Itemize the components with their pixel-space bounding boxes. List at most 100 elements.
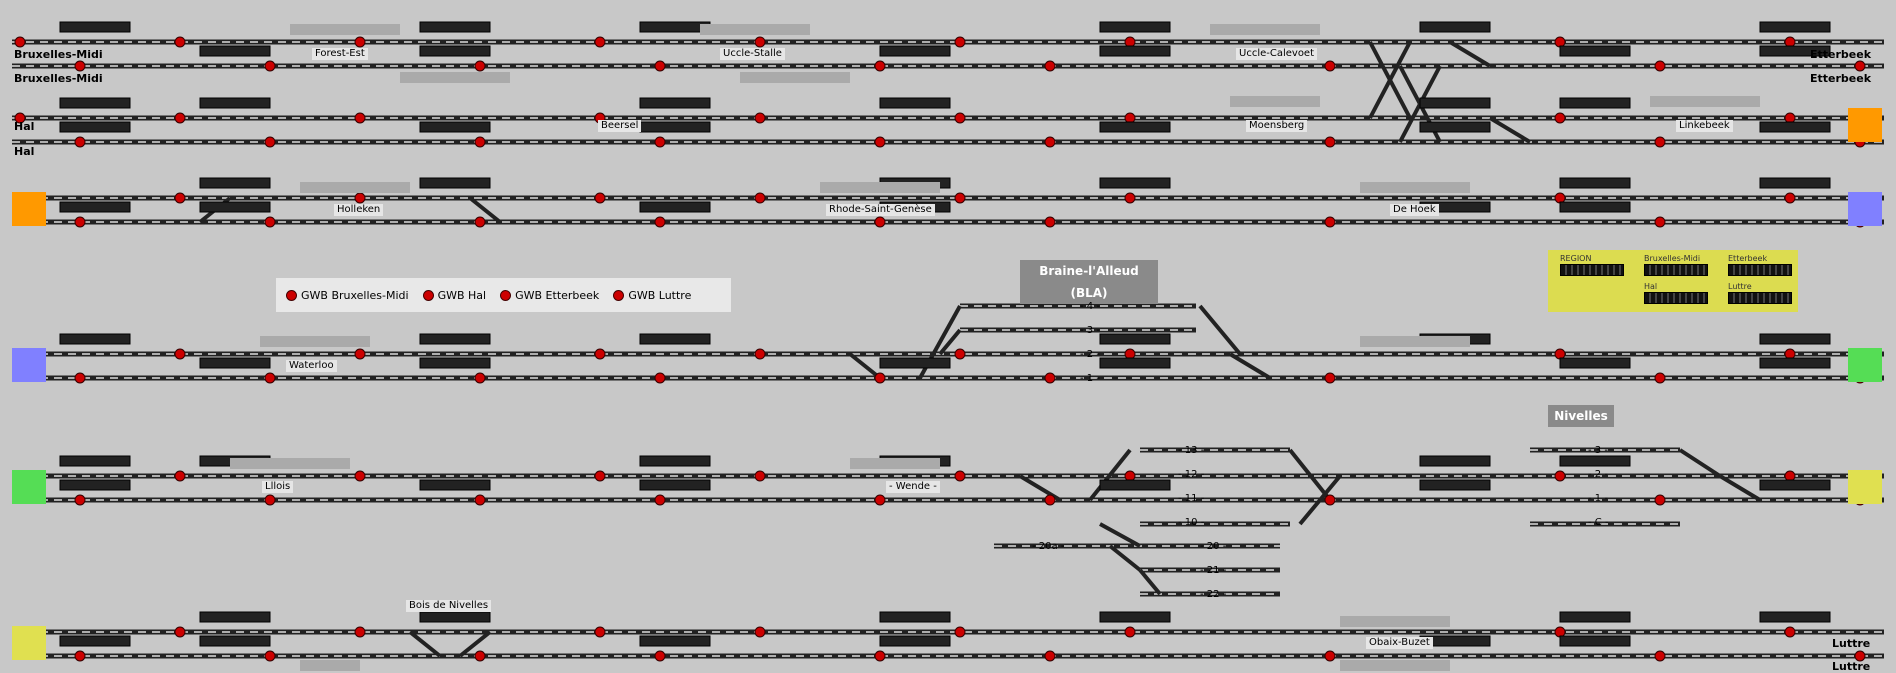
region-counter[interactable]	[1644, 264, 1708, 276]
signal-icon[interactable]	[1784, 626, 1796, 638]
boundary-marker[interactable]	[1848, 192, 1882, 226]
signal-icon[interactable]	[174, 192, 186, 204]
region-counter[interactable]	[1560, 264, 1624, 276]
signal-icon[interactable]	[1654, 136, 1666, 148]
train-counter[interactable]	[59, 97, 131, 109]
signal-icon[interactable]	[1654, 650, 1666, 662]
signal-icon[interactable]	[174, 626, 186, 638]
train-counter[interactable]	[1419, 479, 1491, 491]
train-counter[interactable]	[59, 201, 131, 213]
signal-icon[interactable]	[74, 494, 86, 506]
signal-icon[interactable]	[474, 60, 486, 72]
endpoint-hal[interactable]: Hal	[14, 145, 35, 158]
endpoint-hal[interactable]: Hal	[14, 120, 35, 133]
train-counter[interactable]	[1759, 21, 1831, 33]
signal-icon[interactable]	[1784, 192, 1796, 204]
train-counter[interactable]	[1099, 121, 1171, 133]
region-counter[interactable]	[1728, 264, 1792, 276]
signal-icon[interactable]	[1324, 136, 1336, 148]
train-counter[interactable]	[419, 357, 491, 369]
legend-item[interactable]: GWB Luttre	[613, 289, 691, 302]
train-counter[interactable]	[1419, 97, 1491, 109]
signal-icon[interactable]	[1654, 60, 1666, 72]
endpoint-etterbeek[interactable]: Etterbeek	[1810, 48, 1872, 61]
train-counter[interactable]	[1419, 21, 1491, 33]
train-counter[interactable]	[879, 97, 951, 109]
signal-icon[interactable]	[654, 650, 666, 662]
boundary-marker[interactable]	[12, 192, 46, 226]
signal-icon[interactable]	[354, 192, 366, 204]
signal-icon[interactable]	[1654, 494, 1666, 506]
train-counter[interactable]	[1559, 611, 1631, 623]
signal-icon[interactable]	[354, 348, 366, 360]
signal-icon[interactable]	[74, 372, 86, 384]
signal-icon[interactable]	[954, 348, 966, 360]
train-counter[interactable]	[879, 635, 951, 647]
signal-icon[interactable]	[874, 216, 886, 228]
train-counter[interactable]	[199, 45, 271, 57]
signal-icon[interactable]	[74, 216, 86, 228]
signal-icon[interactable]	[654, 372, 666, 384]
train-counter[interactable]	[199, 611, 271, 623]
signal-icon[interactable]	[754, 348, 766, 360]
signal-icon[interactable]	[264, 216, 276, 228]
train-counter[interactable]	[1759, 121, 1831, 133]
train-counter[interactable]	[59, 21, 131, 33]
train-counter[interactable]	[639, 635, 711, 647]
train-counter[interactable]	[639, 455, 711, 467]
signal-icon[interactable]	[354, 112, 366, 124]
signal-icon[interactable]	[264, 136, 276, 148]
train-counter[interactable]	[199, 201, 271, 213]
signal-icon[interactable]	[954, 36, 966, 48]
signal-icon[interactable]	[654, 216, 666, 228]
train-counter[interactable]	[639, 121, 711, 133]
signal-icon[interactable]	[1044, 60, 1056, 72]
signal-icon[interactable]	[474, 136, 486, 148]
signal-icon[interactable]	[174, 36, 186, 48]
signal-icon[interactable]	[264, 372, 276, 384]
train-counter[interactable]	[639, 201, 711, 213]
train-counter[interactable]	[1759, 45, 1831, 57]
signal-icon[interactable]	[1324, 372, 1336, 384]
train-counter[interactable]	[199, 635, 271, 647]
train-counter[interactable]	[1759, 177, 1831, 189]
train-counter[interactable]	[1099, 333, 1171, 345]
signal-icon[interactable]	[654, 494, 666, 506]
train-counter[interactable]	[199, 357, 271, 369]
signal-icon[interactable]	[1044, 136, 1056, 148]
endpoint-bruxelles-midi[interactable]: Bruxelles-Midi	[14, 48, 103, 61]
signal-icon[interactable]	[1124, 192, 1136, 204]
train-counter[interactable]	[639, 479, 711, 491]
train-counter[interactable]	[1559, 635, 1631, 647]
signal-icon[interactable]	[264, 650, 276, 662]
signal-icon[interactable]	[264, 494, 276, 506]
signal-icon[interactable]	[594, 348, 606, 360]
signal-icon[interactable]	[594, 36, 606, 48]
signal-icon[interactable]	[354, 470, 366, 482]
endpoint-etterbeek[interactable]: Etterbeek	[1810, 72, 1872, 85]
signal-icon[interactable]	[1324, 60, 1336, 72]
train-counter[interactable]	[1759, 611, 1831, 623]
legend-item[interactable]: GWB Etterbeek	[500, 289, 599, 302]
train-counter[interactable]	[879, 611, 951, 623]
train-counter[interactable]	[1759, 479, 1831, 491]
signal-icon[interactable]	[1324, 650, 1336, 662]
signal-icon[interactable]	[754, 626, 766, 638]
signal-icon[interactable]	[1044, 216, 1056, 228]
train-counter[interactable]	[419, 611, 491, 623]
signal-icon[interactable]	[14, 36, 26, 48]
train-counter[interactable]	[1099, 21, 1171, 33]
signal-icon[interactable]	[954, 626, 966, 638]
signal-icon[interactable]	[474, 494, 486, 506]
train-counter[interactable]	[1559, 201, 1631, 213]
region-counter[interactable]	[1644, 292, 1708, 304]
endpoint-bruxelles-midi[interactable]: Bruxelles-Midi	[14, 72, 103, 85]
signal-icon[interactable]	[874, 650, 886, 662]
signal-icon[interactable]	[1854, 650, 1866, 662]
signal-icon[interactable]	[954, 192, 966, 204]
train-counter[interactable]	[199, 177, 271, 189]
signal-icon[interactable]	[1654, 372, 1666, 384]
signal-icon[interactable]	[174, 470, 186, 482]
signal-icon[interactable]	[354, 36, 366, 48]
signal-icon[interactable]	[754, 192, 766, 204]
